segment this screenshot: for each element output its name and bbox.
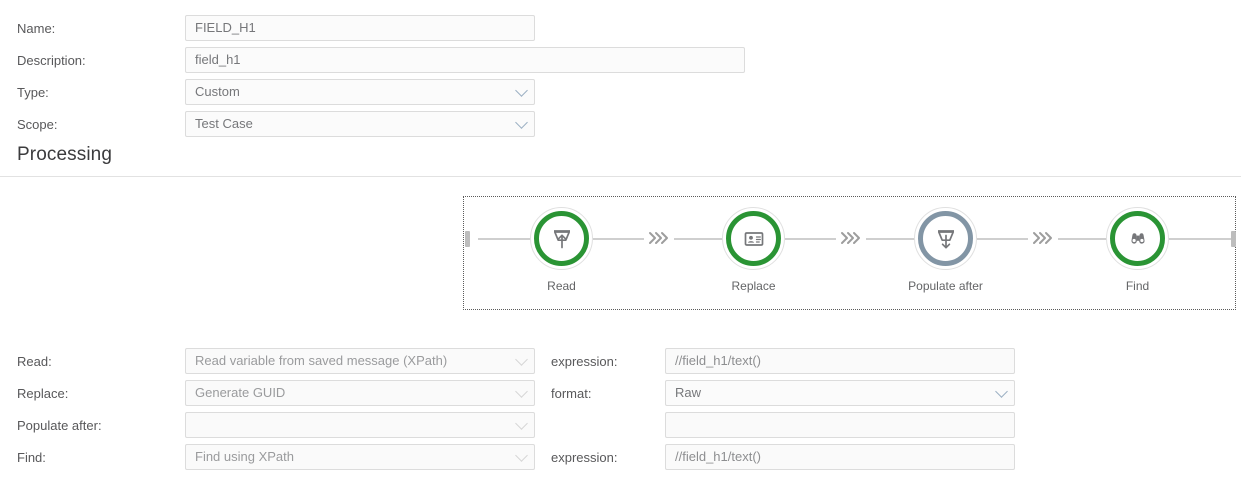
read-action-select[interactable]: Read variable from saved message (XPath)	[185, 348, 535, 374]
name-label: Name:	[17, 21, 56, 36]
rail-segment	[785, 238, 836, 240]
scope-select-value: Test Case	[195, 116, 253, 131]
rail-segment	[1169, 238, 1231, 240]
replace-format-value: Raw	[675, 385, 702, 400]
pipeline-step-find[interactable]	[1106, 207, 1169, 270]
read-action-value: Read variable from saved message (XPath)	[195, 353, 448, 368]
populate-after-action-select[interactable]	[185, 412, 535, 438]
read-expression-input[interactable]: //field_h1/text()	[665, 348, 1015, 374]
id-card-icon	[744, 231, 763, 246]
replace-format-label: format:	[551, 386, 592, 401]
pipeline-right-endpoint	[1231, 231, 1236, 247]
triple-chevron-right-icon	[1031, 228, 1053, 248]
pipeline-step-populate-after-label: Populate after	[908, 279, 983, 293]
pipeline-step-replace-label: Replace	[731, 279, 776, 293]
replace-format-select[interactable]: Raw	[665, 380, 1015, 406]
tray-arrow-up-icon	[553, 229, 570, 248]
read-expression-label: expression:	[551, 354, 618, 369]
rail-segment	[1058, 238, 1109, 240]
chevron-down-icon	[515, 84, 528, 97]
rail-segment	[674, 238, 725, 240]
replace-action-select[interactable]: Generate GUID	[185, 380, 535, 406]
scope-select[interactable]: Test Case	[185, 111, 535, 137]
find-expression-input[interactable]: //field_h1/text()	[665, 444, 1015, 470]
pipeline-step-read[interactable]	[530, 207, 593, 270]
find-action-select[interactable]: Find using XPath	[185, 444, 535, 470]
read-label: Read:	[17, 354, 52, 369]
find-action-value: Find using XPath	[195, 449, 295, 464]
replace-label: Replace:	[17, 386, 69, 401]
processing-pipeline-diagram: Read Replace	[463, 196, 1236, 310]
type-select-value: Custom	[195, 84, 240, 99]
replace-action-value: Generate GUID	[195, 385, 286, 400]
rail-segment	[593, 238, 644, 240]
pipeline-step-read-label: Read	[547, 279, 576, 293]
pipeline-step-populate-after[interactable]	[914, 207, 977, 270]
find-expression-label: expression:	[551, 450, 618, 465]
processing-heading: Processing	[17, 144, 112, 165]
description-input[interactable]: field_h1	[185, 47, 745, 73]
tray-arrow-down-icon	[937, 229, 954, 249]
chevron-down-icon	[995, 385, 1008, 398]
scope-label: Scope:	[17, 117, 58, 132]
pipeline-step-replace[interactable]	[722, 207, 785, 270]
find-label: Find:	[17, 450, 46, 465]
rail-segment	[478, 238, 530, 240]
chevron-down-icon	[515, 353, 528, 366]
pipeline-left-endpoint	[465, 231, 470, 247]
description-label: Description:	[17, 53, 86, 68]
name-input[interactable]: FIELD_H1	[185, 15, 535, 41]
type-label: Type:	[17, 85, 49, 100]
chevron-down-icon	[515, 116, 528, 129]
section-divider	[0, 176, 1241, 177]
binoculars-icon	[1130, 232, 1145, 244]
chevron-down-icon	[515, 449, 528, 462]
triple-chevron-right-icon	[839, 228, 861, 248]
rail-segment	[977, 238, 1028, 240]
pipeline-step-find-label: Find	[1125, 279, 1150, 293]
triple-chevron-right-icon	[647, 228, 669, 248]
chevron-down-icon	[515, 385, 528, 398]
chevron-down-icon	[515, 417, 528, 430]
populate-after-param-input[interactable]	[665, 412, 1015, 438]
rail-segment	[866, 238, 917, 240]
type-select[interactable]: Custom	[185, 79, 535, 105]
populate-after-label: Populate after:	[17, 418, 102, 433]
